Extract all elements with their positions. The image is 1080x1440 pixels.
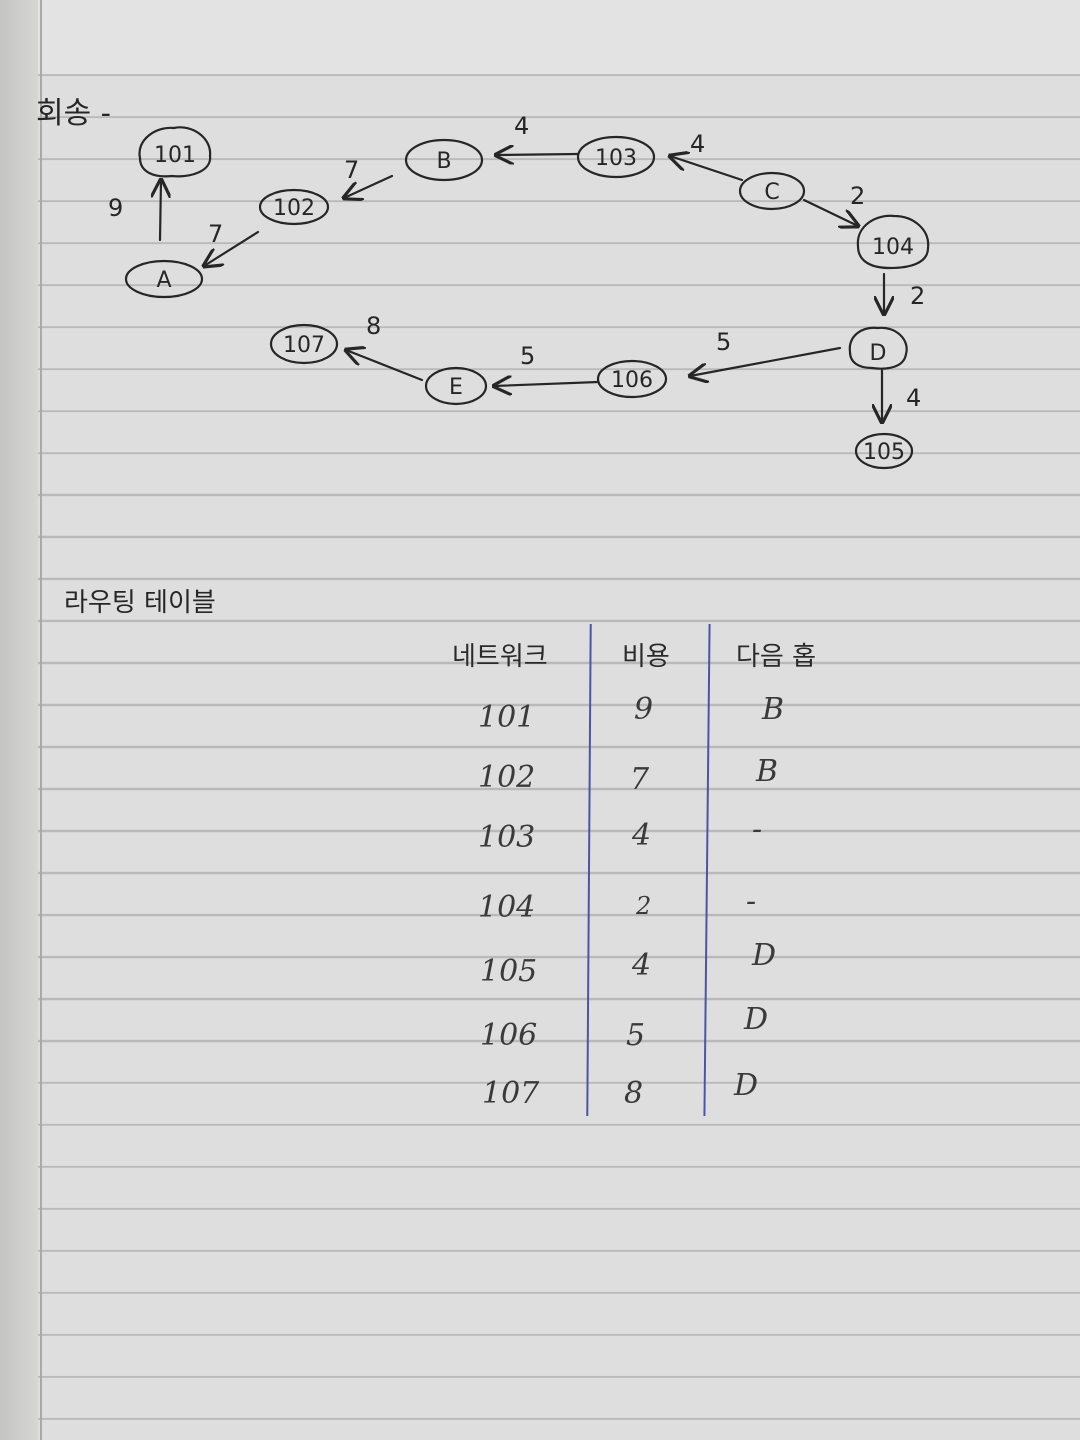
cell-cost: 2 bbox=[636, 892, 652, 920]
cell-cost: 4 bbox=[632, 818, 652, 853]
edge-c-103: 4 bbox=[670, 130, 744, 182]
node-c: C bbox=[738, 171, 806, 211]
margin-line bbox=[40, 0, 42, 1440]
diagram-title: 회송 - bbox=[36, 96, 111, 131]
node-102: 102 bbox=[258, 188, 330, 226]
cell-network: 102 bbox=[478, 760, 536, 795]
cell-next-hop: - bbox=[752, 812, 763, 847]
edge-weight: 4 bbox=[514, 112, 529, 140]
page-top-band bbox=[0, 0, 1080, 74]
cell-cost: 9 bbox=[634, 692, 654, 727]
node-b: B bbox=[404, 138, 484, 182]
edge-104-d: 2 bbox=[884, 272, 925, 314]
page-edge-shadow bbox=[0, 0, 38, 1440]
edge-weight: 4 bbox=[690, 130, 705, 158]
edge-weight: 4 bbox=[906, 384, 921, 412]
node-label: E bbox=[449, 375, 463, 400]
edge-weight: 5 bbox=[716, 328, 731, 356]
edge-c-104: 2 bbox=[802, 182, 865, 226]
node-label: 101 bbox=[154, 143, 196, 168]
node-a: A bbox=[124, 259, 204, 299]
cell-network: 105 bbox=[480, 954, 538, 989]
node-105: 105 bbox=[854, 432, 914, 470]
cell-next-hop: - bbox=[746, 884, 757, 919]
cell-cost: 7 bbox=[630, 762, 650, 797]
cell-network: 104 bbox=[478, 890, 536, 925]
node-e: E bbox=[424, 366, 488, 406]
column-header-cost: 비용 bbox=[622, 642, 670, 672]
cell-network: 101 bbox=[478, 700, 536, 735]
cell-next-hop: D bbox=[734, 1068, 759, 1103]
edge-103-b: 4 bbox=[496, 112, 580, 155]
cell-network: 106 bbox=[480, 1018, 538, 1053]
edge-weight: 9 bbox=[108, 194, 123, 222]
node-label: 104 bbox=[872, 235, 914, 260]
node-label: 103 bbox=[595, 146, 637, 171]
edge-weight: 5 bbox=[520, 342, 535, 370]
node-label: 105 bbox=[863, 440, 905, 465]
node-106: 106 bbox=[596, 359, 668, 399]
node-label: A bbox=[156, 268, 171, 293]
edge-106-e: 5 bbox=[494, 342, 600, 386]
node-107: 107 bbox=[269, 323, 339, 365]
cell-cost: 8 bbox=[624, 1076, 644, 1111]
edge-a-101: 9 bbox=[108, 180, 161, 242]
edge-b-102: 7 bbox=[344, 156, 394, 198]
edge-weight: 7 bbox=[208, 220, 223, 248]
node-label: 107 bbox=[283, 333, 325, 358]
cell-next-hop: B bbox=[756, 754, 779, 789]
node-label: D bbox=[870, 341, 887, 366]
edge-e-107: 8 bbox=[346, 312, 424, 382]
cell-network: 107 bbox=[482, 1076, 540, 1111]
edge-d-106: 5 bbox=[690, 328, 842, 376]
node-d: D bbox=[848, 326, 908, 370]
edge-102-a: 7 bbox=[204, 220, 260, 266]
cell-next-hop: D bbox=[752, 938, 777, 973]
node-label: 106 bbox=[611, 368, 653, 393]
edge-weight: 2 bbox=[850, 182, 865, 210]
column-header-next-hop: 다음 홉 bbox=[736, 642, 817, 672]
edge-weight: 7 bbox=[344, 156, 359, 184]
cell-cost: 5 bbox=[626, 1018, 646, 1053]
cell-cost: 4 bbox=[632, 948, 652, 983]
column-header-network: 네트워크 bbox=[452, 642, 548, 672]
node-label: B bbox=[436, 149, 451, 174]
node-label: 102 bbox=[273, 196, 315, 221]
node-104: 104 bbox=[856, 214, 930, 270]
node-label: C bbox=[764, 180, 779, 205]
cell-network: 103 bbox=[478, 820, 536, 855]
node-101: 101 bbox=[138, 126, 212, 178]
cell-next-hop: D bbox=[744, 1002, 769, 1037]
edge-weight: 8 bbox=[366, 312, 381, 340]
node-103: 103 bbox=[576, 135, 656, 179]
routing-table-title: 라우팅 테이블 bbox=[64, 588, 216, 618]
edge-d-105: 4 bbox=[882, 368, 921, 422]
edge-weight: 2 bbox=[910, 282, 925, 310]
cell-next-hop: B bbox=[762, 692, 785, 727]
